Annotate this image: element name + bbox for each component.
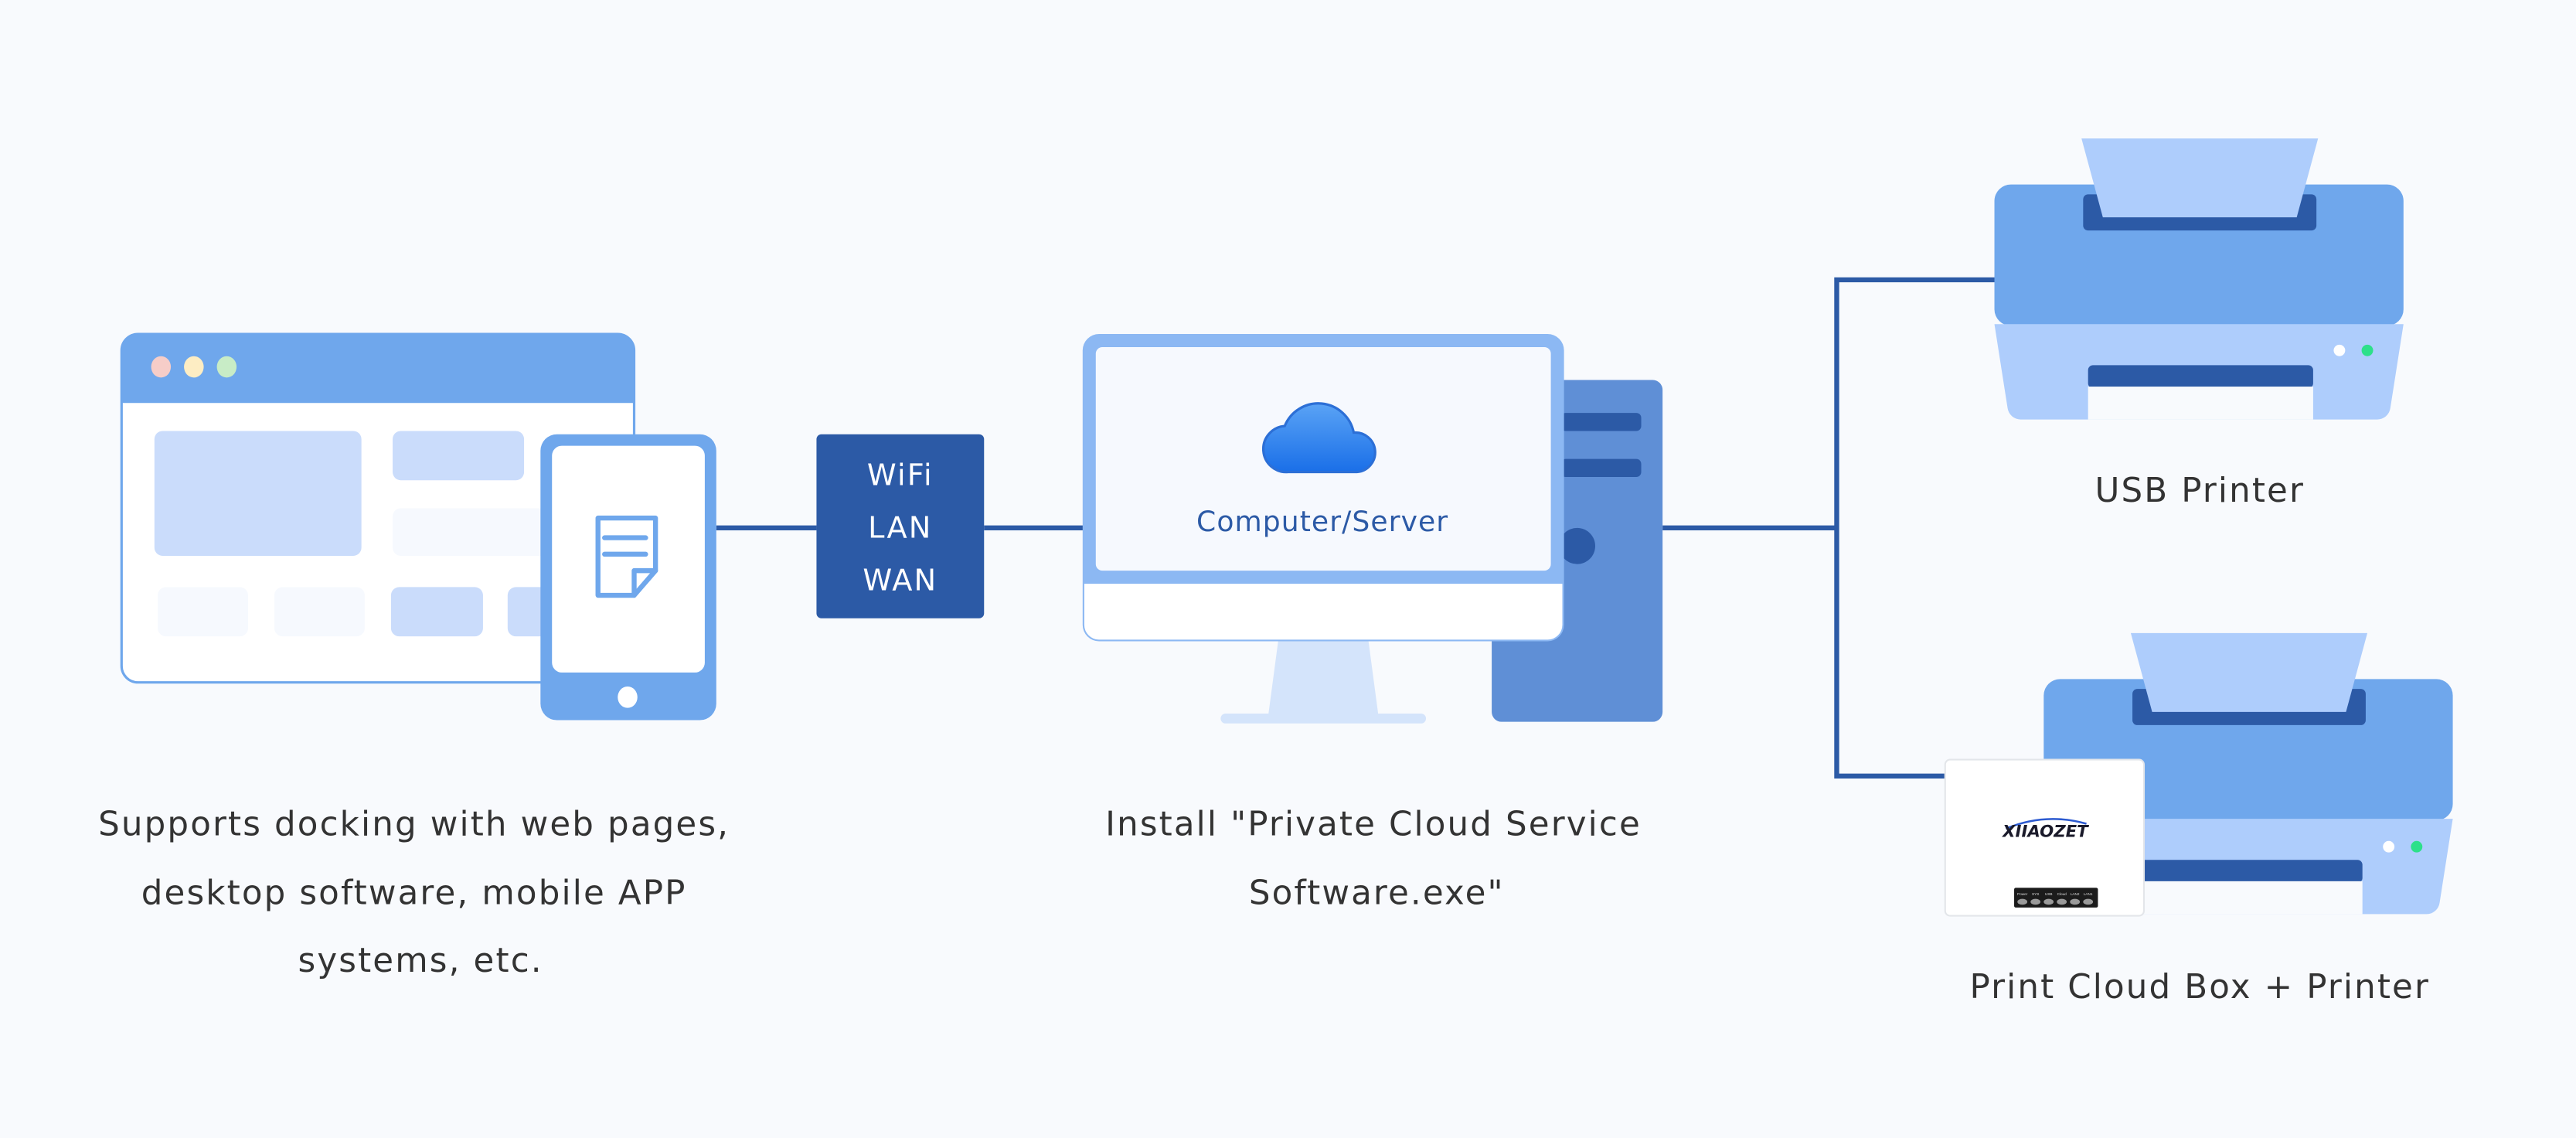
led-label: USB bbox=[2045, 892, 2053, 896]
server-caption-line: Install "Private Cloud Service bbox=[1105, 805, 1642, 843]
client-caption-line: desktop software, mobile APP bbox=[141, 874, 687, 913]
client-caption-line: systems, etc. bbox=[298, 942, 543, 980]
client-caption-line: Supports docking with web pages, bbox=[98, 805, 730, 843]
connector-lines bbox=[716, 277, 1998, 779]
document-icon bbox=[595, 515, 658, 598]
led-label: Cloud bbox=[2057, 892, 2067, 896]
network-wan-label: WAN bbox=[863, 564, 938, 598]
led-label: LAN1 bbox=[2084, 892, 2093, 896]
cloud-box-printer-label: Print Cloud Box + Printer bbox=[1969, 968, 2430, 1007]
cloud-box-leds bbox=[2017, 898, 2094, 905]
led-label: Power bbox=[2017, 892, 2028, 896]
cloud-icon bbox=[1261, 402, 1376, 474]
led-label: LAN2 bbox=[2071, 892, 2080, 896]
network-lan-label: LAN bbox=[868, 511, 932, 546]
cloud-box-logo: XIIAOZET bbox=[2001, 822, 2089, 841]
cloud-box-printer-icon bbox=[2043, 632, 2453, 915]
network-box: WiFi LAN WAN bbox=[816, 434, 985, 618]
server-caption-line: Software.exe" bbox=[1249, 874, 1505, 913]
server-label: Computer/Server bbox=[1196, 505, 1448, 538]
browser-window-icon bbox=[120, 332, 636, 684]
led-label: SYS bbox=[2032, 892, 2039, 896]
network-wifi-label: WiFi bbox=[867, 458, 934, 493]
usb-printer-icon bbox=[1994, 138, 2404, 420]
mobile-phone-icon bbox=[540, 434, 716, 721]
monitor-icon: Computer/Server bbox=[1082, 334, 1564, 724]
print-cloud-box: XIIAOZET Power SYS USB Cloud LAN2 LAN1 bbox=[1944, 758, 2146, 917]
usb-printer-label: USB Printer bbox=[2094, 472, 2305, 510]
